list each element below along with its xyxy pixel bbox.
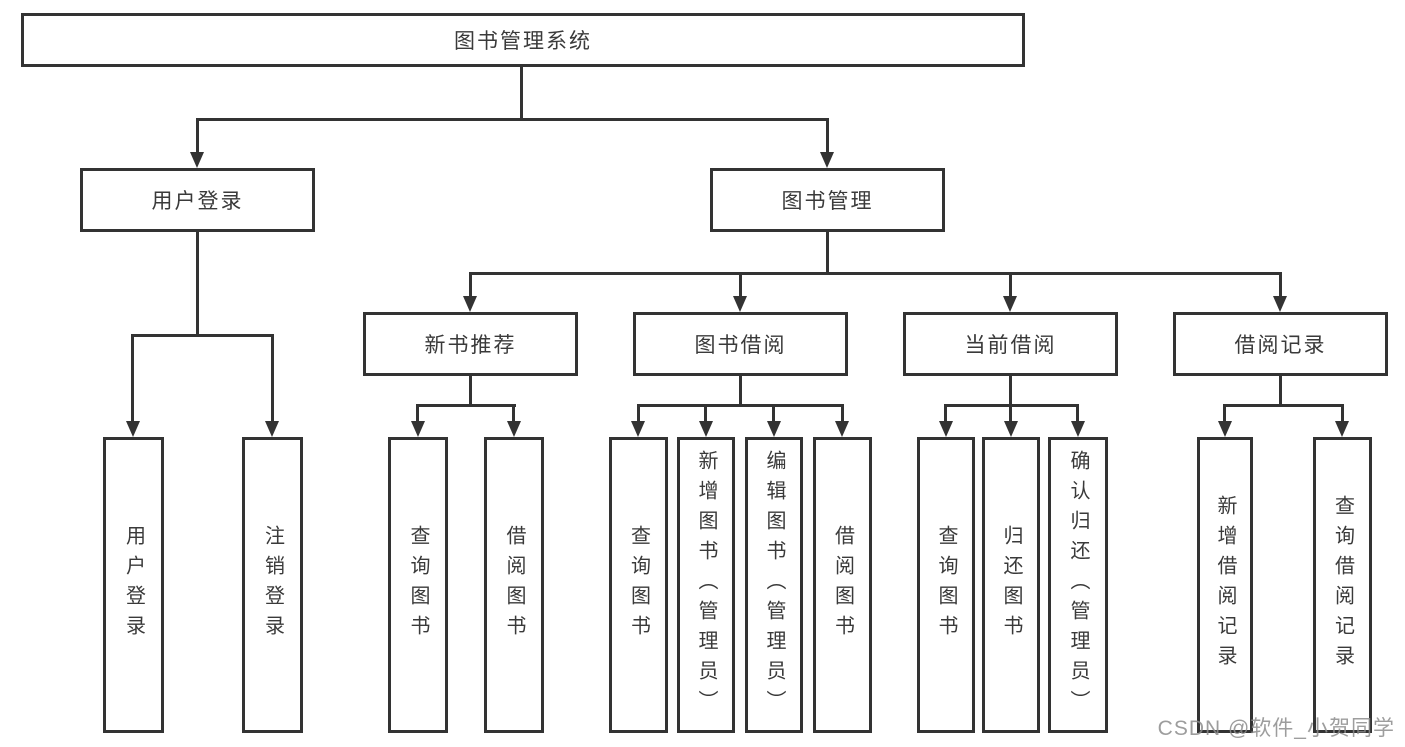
arrow-new-book-icon <box>463 296 477 312</box>
leaf-current-return-label: 归还图书 <box>1000 525 1022 645</box>
node-book-borrow-label: 图书借阅 <box>694 334 787 357</box>
connector-borrow-borrow-drop <box>841 404 844 424</box>
leaf-borrow-add-label: 新增图书（管理员） <box>695 450 717 720</box>
arrow-borrow-add-icon <box>699 421 713 437</box>
leaf-record-query-label: 查询借阅记录 <box>1331 495 1354 675</box>
connector-user-login-branch <box>131 334 274 337</box>
arrow-newbook-query-icon <box>411 421 425 437</box>
connector-borrow-record-stem <box>1279 376 1282 407</box>
node-book-mgmt-label: 图书管理 <box>781 190 874 213</box>
leaf-current-query: 查询图书 <box>917 437 975 733</box>
connector-borrow-query-drop <box>637 404 640 424</box>
connector-current-return-drop <box>1009 404 1012 424</box>
arrow-user-login-icon <box>190 152 204 168</box>
leaf-current-query-label: 查询图书 <box>935 525 957 645</box>
leaf-newbook-query-label: 查询图书 <box>407 525 429 645</box>
connector-current-borrow-drop <box>1009 272 1012 300</box>
node-borrow-record: 借阅记录 <box>1173 312 1388 376</box>
connector-borrow-add-drop <box>704 404 707 424</box>
leaf-borrow-query: 查询图书 <box>609 437 668 733</box>
arrow-current-query-icon <box>939 421 953 437</box>
connector-current-confirm-drop <box>1076 404 1079 424</box>
connector-book-borrow-branch <box>637 404 844 407</box>
arrow-borrow-borrow-icon <box>835 421 849 437</box>
node-user-login-label: 用户登录 <box>151 190 244 213</box>
node-current-borrow-label: 当前借阅 <box>964 334 1057 357</box>
node-book-borrow: 图书借阅 <box>633 312 848 376</box>
leaf-record-query: 查询借阅记录 <box>1313 437 1372 733</box>
arrow-current-confirm-icon <box>1071 421 1085 437</box>
leaf-newbook-query: 查询图书 <box>388 437 448 733</box>
arrow-current-return-icon <box>1004 421 1018 437</box>
leaf-logout-label: 注销登录 <box>261 525 284 645</box>
connector-newbook-borrow-drop <box>512 404 515 424</box>
connector-record-add-drop <box>1223 404 1226 424</box>
leaf-borrow-edit: 编辑图书（管理员） <box>745 437 803 733</box>
connector-book-borrow-stem <box>739 376 742 407</box>
connector-user-login-drop <box>196 118 199 156</box>
leaf-borrow-borrow: 借阅图书 <box>813 437 872 733</box>
connector-current-query-drop <box>944 404 947 424</box>
connector-leaf-logout-drop <box>271 334 274 424</box>
connector-new-book-stem <box>469 376 472 407</box>
arrow-record-add-icon <box>1218 421 1232 437</box>
arrow-book-borrow-icon <box>733 296 747 312</box>
leaf-record-add-label: 新增借阅记录 <box>1214 495 1236 675</box>
connector-borrow-record-branch <box>1223 404 1344 407</box>
connector-l2-branch <box>196 118 829 121</box>
connector-leaf-login-drop <box>131 334 134 424</box>
arrow-record-query-icon <box>1335 421 1349 437</box>
arrow-newbook-borrow-icon <box>507 421 521 437</box>
arrow-leaf-login-icon <box>126 421 140 437</box>
leaf-borrow-add: 新增图书（管理员） <box>677 437 735 733</box>
node-borrow-record-label: 借阅记录 <box>1234 334 1327 357</box>
leaf-current-confirm-label: 确认归还（管理员） <box>1067 450 1089 720</box>
node-new-book-label: 新书推荐 <box>424 334 517 357</box>
leaf-record-add: 新增借阅记录 <box>1197 437 1253 733</box>
node-root-label: 图书管理系统 <box>454 30 592 53</box>
csdn-watermark: CSDN @软件_小贺同学 <box>1157 717 1395 740</box>
arrow-leaf-logout-icon <box>265 421 279 437</box>
connector-borrow-record-drop <box>1279 272 1282 300</box>
leaf-user-login-label: 用户登录 <box>122 525 145 645</box>
node-book-mgmt: 图书管理 <box>710 168 945 232</box>
connector-newbook-query-drop <box>416 404 419 424</box>
connector-book-borrow-drop <box>739 272 742 300</box>
leaf-current-return: 归还图书 <box>982 437 1040 733</box>
leaf-borrow-edit-label: 编辑图书（管理员） <box>763 450 785 720</box>
leaf-current-confirm: 确认归还（管理员） <box>1048 437 1108 733</box>
connector-borrow-edit-drop <box>772 404 775 424</box>
connector-l3-branch <box>469 272 1282 275</box>
connector-book-mgmt-stem <box>826 232 829 275</box>
arrow-current-borrow-icon <box>1003 296 1017 312</box>
connector-root-stem <box>520 65 523 121</box>
node-current-borrow: 当前借阅 <box>903 312 1118 376</box>
connector-current-borrow-stem <box>1009 376 1012 407</box>
arrow-borrow-record-icon <box>1273 296 1287 312</box>
node-root: 图书管理系统 <box>21 13 1025 67</box>
leaf-newbook-borrow-label: 借阅图书 <box>503 525 525 645</box>
arrow-borrow-query-icon <box>631 421 645 437</box>
leaf-logout: 注销登录 <box>242 437 303 733</box>
arrow-borrow-edit-icon <box>767 421 781 437</box>
leaf-newbook-borrow: 借阅图书 <box>484 437 544 733</box>
leaf-borrow-borrow-label: 借阅图书 <box>831 525 854 645</box>
connector-user-login-stem <box>196 232 199 337</box>
connector-record-query-drop <box>1341 404 1344 424</box>
connector-new-book-drop <box>469 272 472 300</box>
node-user-login: 用户登录 <box>80 168 315 232</box>
node-new-book: 新书推荐 <box>363 312 578 376</box>
arrow-book-mgmt-icon <box>820 152 834 168</box>
connector-new-book-branch <box>416 404 516 407</box>
leaf-user-login: 用户登录 <box>103 437 164 733</box>
connector-book-mgmt-drop <box>826 118 829 156</box>
leaf-borrow-query-label: 查询图书 <box>627 525 650 645</box>
